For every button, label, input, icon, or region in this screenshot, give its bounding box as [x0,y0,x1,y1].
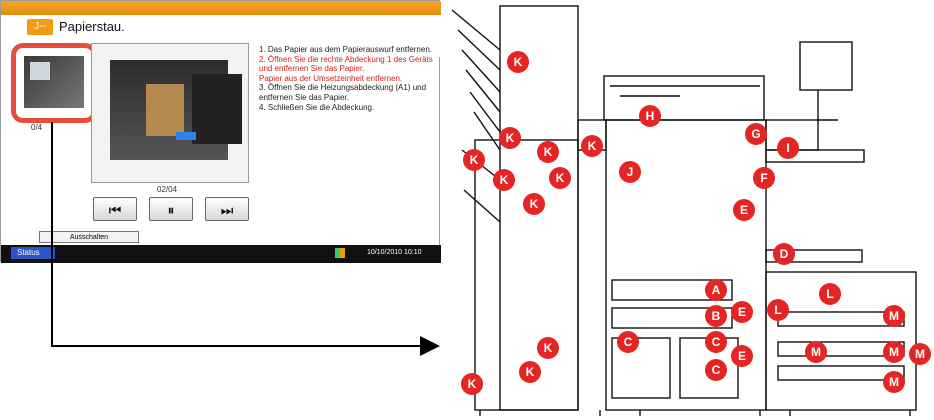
svg-text:G: G [751,127,760,141]
jam-marker-h: H [639,105,661,127]
jam-marker-d: D [773,243,795,265]
jam-marker-k: K [523,193,545,215]
svg-text:B: B [712,309,721,323]
svg-text:K: K [514,55,523,69]
svg-text:H: H [646,109,655,123]
jam-marker-b: B [705,305,727,327]
jam-marker-c: C [705,331,727,353]
svg-text:K: K [500,173,509,187]
jam-marker-a: A [705,279,727,301]
svg-text:M: M [811,345,821,359]
svg-text:M: M [889,375,899,389]
jam-marker-c: C [617,331,639,353]
svg-text:M: M [915,347,925,361]
jam-marker-k: K [537,337,559,359]
svg-text:K: K [506,131,515,145]
svg-text:K: K [530,197,539,211]
svg-text:E: E [738,349,746,363]
jam-marker-m: M [883,305,905,327]
jam-marker-e: E [731,345,753,367]
jam-marker-e: E [733,199,755,221]
svg-text:K: K [544,341,553,355]
jam-marker-m: M [883,371,905,393]
jam-marker-k: K [549,167,571,189]
jam-marker-c: C [705,359,727,381]
svg-text:K: K [588,139,597,153]
svg-text:M: M [889,345,899,359]
svg-text:E: E [740,203,748,217]
svg-text:M: M [889,309,899,323]
svg-text:I: I [786,141,789,155]
jam-marker-l: L [767,299,789,321]
svg-text:K: K [470,153,479,167]
svg-text:L: L [826,287,833,301]
svg-text:J: J [627,165,634,179]
jam-marker-f: F [753,167,775,189]
jam-marker-e: E [731,301,753,323]
jam-marker-j: J [619,161,641,183]
svg-text:D: D [780,247,789,261]
svg-text:F: F [760,171,767,185]
jam-marker-m: M [805,341,827,363]
jam-marker-k: K [499,127,521,149]
jam-marker-k: K [537,141,559,163]
svg-text:C: C [712,335,721,349]
jam-marker-k: K [519,361,541,383]
jam-marker-m: M [883,341,905,363]
jam-marker-k: K [463,149,485,171]
jam-marker-m: M [909,343,931,365]
pointer-arrow [52,122,436,346]
jam-marker-i: I [777,137,799,159]
jam-marker-k: K [461,373,483,395]
jam-marker-k: K [581,135,603,157]
svg-text:C: C [624,335,633,349]
svg-text:K: K [544,145,553,159]
jam-marker-k: K [507,51,529,73]
svg-text:K: K [526,365,535,379]
svg-text:K: K [556,171,565,185]
svg-text:A: A [712,283,721,297]
svg-text:C: C [712,363,721,377]
svg-text:L: L [774,303,781,317]
jam-marker-g: G [745,123,767,145]
svg-text:K: K [468,377,477,391]
jam-marker-k: K [493,169,515,191]
jam-marker-l: L [819,283,841,305]
svg-text:E: E [738,305,746,319]
